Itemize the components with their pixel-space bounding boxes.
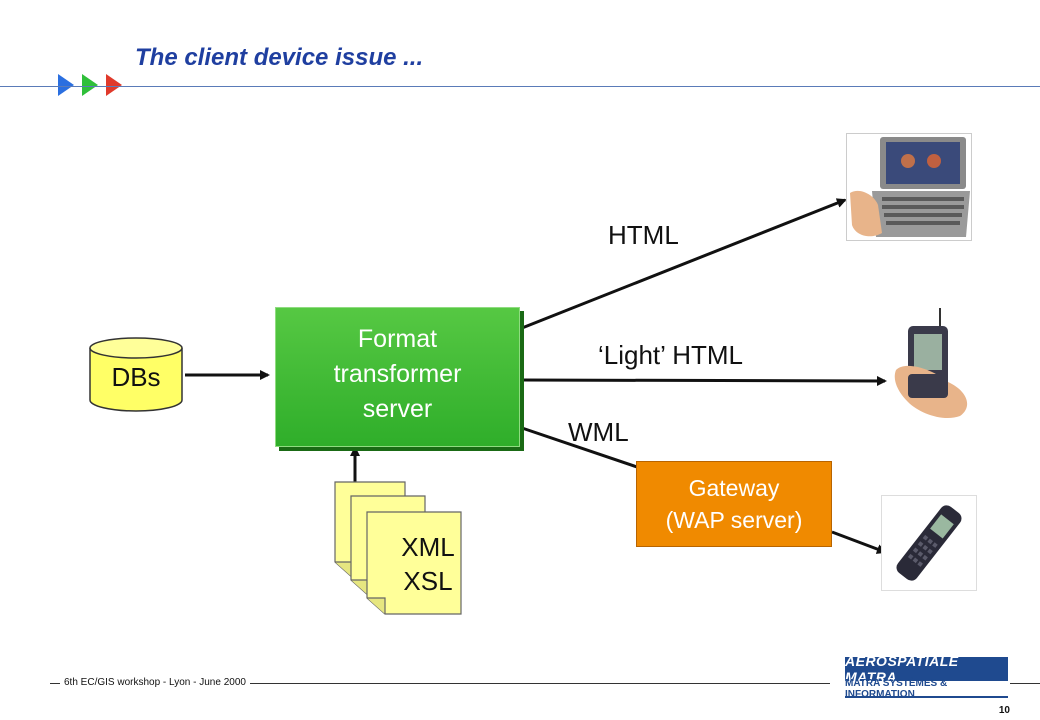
docs-label-xsl: XSL [403, 566, 453, 596]
footer-rule-left [50, 683, 830, 684]
laptop-icon [846, 133, 972, 241]
footer-text: 6th EC/GIS workshop - Lyon - June 2000 [60, 677, 250, 688]
db-label: DBs [111, 362, 161, 392]
page-number: 10 [998, 705, 1010, 716]
arrow-gateway-to-phone [831, 530, 887, 554]
pda-icon [894, 308, 968, 419]
gateway-label: Gateway (WAP server) [636, 472, 832, 536]
server-label-line-2: transformer [333, 360, 462, 388]
edge-label-html: HTML [608, 220, 679, 250]
format-transformer-server-box [275, 307, 520, 447]
xml-xsl-documents-icon [334, 481, 462, 615]
server-label-line-3: server [362, 395, 433, 423]
docs-label-xml: XML [401, 532, 455, 562]
docs-label: XML XSL [388, 530, 468, 598]
header-rule [0, 86, 1040, 87]
bullet-arrows-icon [58, 74, 122, 96]
footer-rule-right [1010, 683, 1040, 684]
arrow-html [521, 198, 847, 330]
mobile-phone-icon [881, 495, 977, 591]
gateway-box [636, 461, 832, 547]
gateway-label-line-1: Gateway [688, 475, 780, 501]
server-label: Format transformer server [275, 322, 520, 427]
arrow-light-html [521, 375, 887, 386]
slide-title: The client device issue ... [135, 44, 424, 71]
server-label-line-1: Format [357, 325, 438, 353]
line-wml [521, 426, 641, 470]
company-logo-bottom: MATRA SYSTÈMES & INFORMATION [845, 678, 1008, 700]
edge-label-wml: WML [568, 417, 629, 447]
edge-label-light-html: ‘Light’ HTML [598, 340, 743, 370]
gateway-label-line-2: (WAP server) [665, 507, 803, 533]
database-icon [89, 337, 183, 412]
